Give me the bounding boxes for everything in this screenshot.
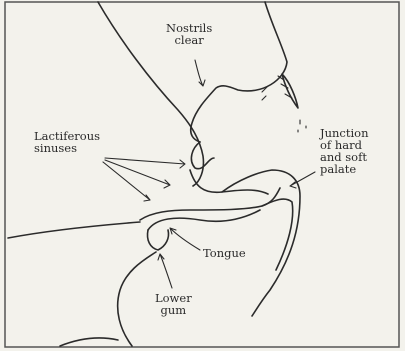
label-tongue: Tongue [203, 247, 246, 259]
baby-eye [282, 74, 298, 108]
label-lower-gum: Lower gum [155, 292, 192, 316]
breast-lower-outline [8, 222, 140, 238]
arrow-sinus-2 [105, 160, 170, 188]
label-nostrils-clear: Nostrils clear [166, 22, 212, 46]
arrow-nostrils [195, 60, 205, 86]
palate-inner [262, 199, 293, 270]
label-junction-hard-soft-palate: Junction of hard and soft palate [320, 127, 369, 175]
tongue-tip [147, 230, 168, 250]
arrow-tongue [170, 228, 200, 250]
label-lactiferous-sinuses: Lactiferous sinuses [34, 130, 100, 154]
arrow-lower-gum [158, 254, 172, 288]
tongue-outline [148, 210, 260, 230]
lower-gum-outline [118, 252, 156, 346]
baby-lower-jaw [140, 188, 280, 220]
arrow-sinus-1 [105, 158, 185, 168]
speckle-marks [298, 120, 306, 132]
arrow-junction [290, 172, 315, 188]
lower-jaw-bottom [60, 338, 118, 346]
